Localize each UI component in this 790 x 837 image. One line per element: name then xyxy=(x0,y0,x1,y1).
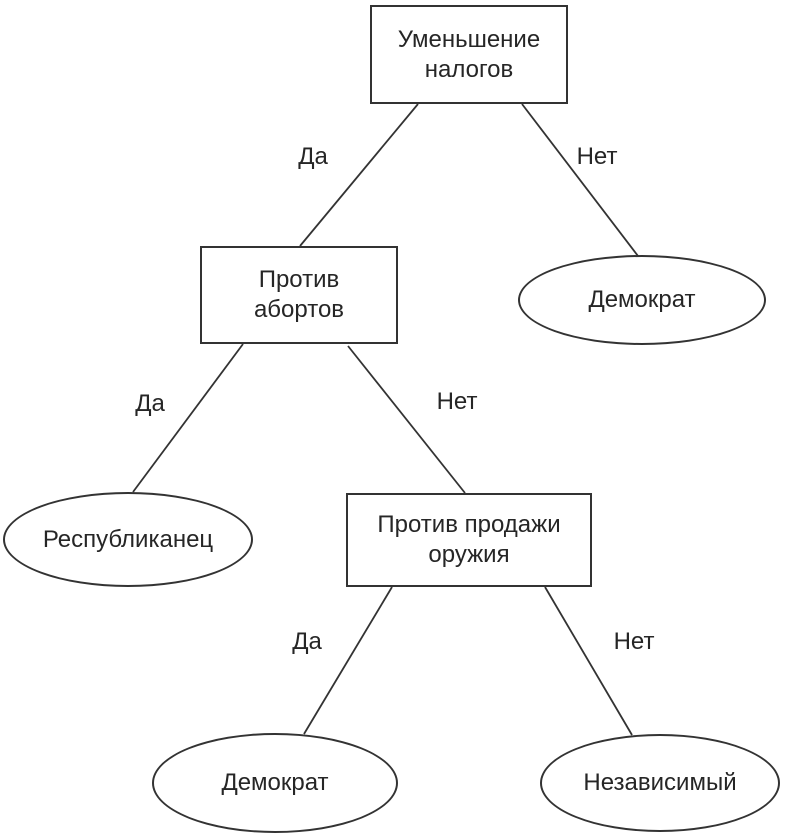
edge-label-guns-yes: Да xyxy=(292,628,322,656)
edge-line-abortion-yes xyxy=(132,343,244,493)
node-label: Демократ xyxy=(221,769,329,796)
node-label: Независимый xyxy=(583,769,737,796)
node-label: Демократ xyxy=(588,286,696,313)
decision-node-against-abortion: Против абортов xyxy=(200,246,398,344)
edge-label-abortion-yes: Да xyxy=(135,390,165,418)
leaf-node-democrat-top: Демократ xyxy=(518,255,766,345)
decision-node-tax-reduction: Уменьшение налогов xyxy=(370,5,568,104)
leaf-node-independent: Независимый xyxy=(540,734,780,832)
decision-node-against-gun-sales: Против продажи оружия xyxy=(346,493,592,587)
edge-label-root-no: Нет xyxy=(576,143,618,171)
edge-label-abortion-no: Нет xyxy=(436,388,478,416)
edge-line-guns-no xyxy=(544,586,633,736)
node-label: Против абортов xyxy=(253,266,345,323)
edge-label-guns-no: Нет xyxy=(613,628,655,656)
edge-line-root-yes xyxy=(299,103,419,247)
edge-label-root-yes: Да xyxy=(298,143,328,171)
edge-line-guns-yes xyxy=(303,586,393,735)
leaf-node-republican: Республиканец xyxy=(3,492,253,587)
node-label: Республиканец xyxy=(42,525,214,553)
leaf-node-democrat-bottom: Демократ xyxy=(152,733,398,833)
edge-line-root-no xyxy=(521,103,639,257)
node-label: Против продажи оружия xyxy=(377,511,561,568)
node-label: Уменьшение налогов xyxy=(397,25,541,83)
edge-line-abortion-no xyxy=(347,345,466,494)
